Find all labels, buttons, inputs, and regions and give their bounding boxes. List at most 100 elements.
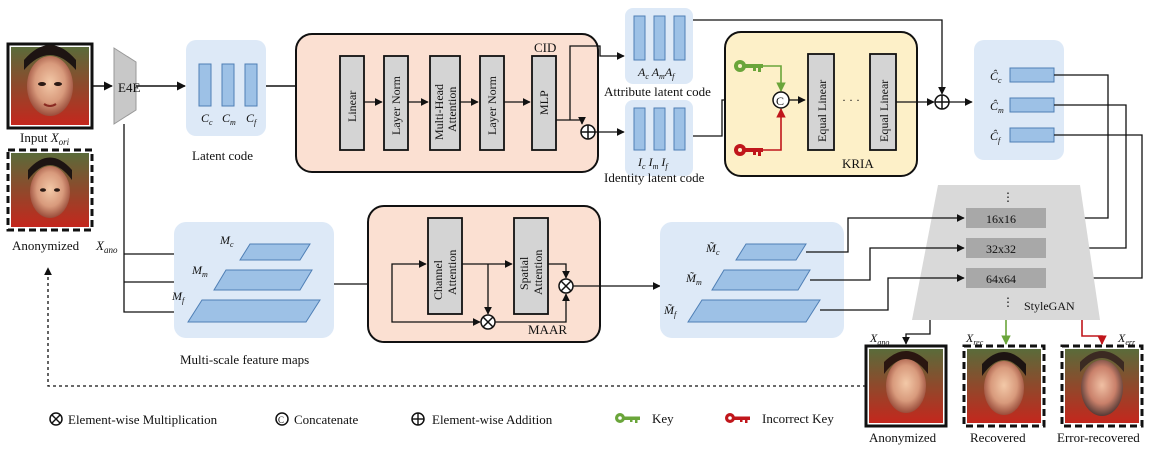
- output-recovered-image: [962, 344, 1046, 428]
- mha-label-1: Multi-Head: [432, 84, 446, 140]
- stylegan-vdots-top: ⋮: [1002, 190, 1014, 204]
- arrow-mtc-16: [806, 214, 965, 253]
- svg-text:C: C: [278, 415, 284, 425]
- feature-map-m: [213, 269, 313, 291]
- x-err-label: Xerr: [1117, 331, 1136, 347]
- spatial-attention-block: [513, 217, 549, 315]
- output-recovered-label: Recovered: [970, 430, 1026, 445]
- id-i-labels: Ic Im If: [637, 155, 669, 172]
- res-16-label: 16x16: [986, 212, 1016, 226]
- arrow-mlp-add: [556, 116, 586, 125]
- arrow-mult1-mult2: [495, 293, 570, 323]
- res-64-label: 64x64: [986, 272, 1016, 286]
- output-error-recovered-image: [1060, 344, 1144, 428]
- equal-linear-2-block: [869, 53, 897, 151]
- latent-bar-m: [221, 63, 235, 107]
- mtf-label: M̃f: [663, 303, 678, 319]
- mtm-label: M̃m: [685, 271, 702, 287]
- cid-blocks: [339, 55, 557, 151]
- chat-bar-m: [1009, 97, 1055, 113]
- layer-norm-2-label: Layer Norm: [485, 75, 499, 135]
- stylegan-label: StyleGAN: [1024, 299, 1075, 313]
- output-anonymized-image: [864, 344, 948, 428]
- input-image: [6, 42, 94, 130]
- latent-bar-c: [198, 63, 212, 107]
- spatial-attention-label-1: Spatial: [517, 256, 531, 290]
- layer-norm-1-label: Layer Norm: [389, 75, 403, 135]
- legend-mult-icon: [49, 412, 63, 426]
- arrow-green-key: [763, 65, 786, 92]
- attr-bar-c: [633, 15, 646, 61]
- feature-map-f: [187, 299, 321, 323]
- arrow-attr-add: [693, 19, 946, 95]
- mha-label-2: Attention: [445, 87, 459, 132]
- x-ano-left-label: Xano: [95, 238, 118, 255]
- layer-norm-1-block: [383, 55, 409, 151]
- refined-map-f: [687, 299, 821, 323]
- chat-bar-f: [1009, 127, 1055, 143]
- multiscale-label: Multi-scale feature maps: [180, 352, 309, 367]
- mf-label: Mf: [171, 289, 186, 305]
- mlp-block: [531, 55, 557, 151]
- output-anonymized-label: Anonymized: [869, 430, 937, 445]
- cid-add-op: [580, 124, 596, 140]
- channel-attention-label-2: Attention: [445, 250, 459, 295]
- arrow-e4e-featuremaps: [123, 124, 187, 316]
- attribute-latent-label: Attribute latent code: [604, 84, 711, 99]
- res-32-block: [966, 238, 1046, 258]
- mc-label: Mc: [219, 233, 234, 249]
- id-bar-m: [653, 107, 666, 151]
- arrow-spatial-mult2: [548, 263, 570, 279]
- equal-linear-2-label: Equal Linear: [877, 80, 891, 142]
- legend-add-icon: [411, 412, 425, 426]
- arrow-mtm-32: [810, 244, 965, 281]
- output-error-recovered-label: Error-recovered: [1057, 430, 1140, 445]
- maar-mult-op-1: [480, 314, 496, 330]
- res-64-block: [966, 268, 1046, 288]
- legend-concat-label: Concatenate: [294, 412, 358, 427]
- equal-linear-1-label: Equal Linear: [815, 80, 829, 142]
- arrow-to-attribute: [569, 45, 625, 120]
- kria-concat-op: C: [772, 91, 790, 109]
- chat-m-label: Ĉm: [990, 99, 1004, 115]
- anonymized-left-image: [6, 148, 94, 232]
- x-rec-label: Xrec: [965, 331, 984, 347]
- refined-map-c: [735, 243, 807, 261]
- linear-label: Linear: [345, 91, 359, 122]
- e4e-label: E4E: [118, 80, 140, 95]
- input-label: Input Xori: [20, 130, 70, 147]
- final-add-op: [934, 94, 950, 110]
- legend-key-icon: [615, 413, 640, 423]
- refined-map-m: [711, 269, 811, 291]
- legend-key-label: Key: [652, 411, 674, 426]
- equal-linear-1-block: [807, 53, 835, 151]
- spatial-attention-label-2: Attention: [531, 250, 545, 295]
- svg-text:C: C: [776, 94, 784, 108]
- chat-bar-c: [1009, 67, 1055, 83]
- linear-block: [339, 55, 365, 151]
- arrow-red-key: [763, 108, 786, 151]
- channel-attention-label-1: Channel: [431, 259, 445, 300]
- multi-head-attention-block: [429, 55, 461, 151]
- arrow-out-err: [1081, 320, 1107, 345]
- latent-c-f: Cf: [246, 111, 258, 127]
- layer-norm-2-block: [479, 55, 505, 151]
- chat-f-label: Ĉf: [990, 129, 1002, 145]
- latent-c-c: Cc: [201, 111, 213, 127]
- arrow-into-channel: [391, 260, 427, 284]
- id-bar-f: [673, 107, 686, 151]
- cid-label: CID: [534, 40, 556, 55]
- attr-bar-m: [653, 15, 666, 61]
- arrow-out-ano: [902, 320, 931, 345]
- key-icon-green: [734, 60, 763, 72]
- stylegan-vdots-bottom: ⋮: [1002, 295, 1014, 309]
- mtc-label: M̃c: [705, 241, 720, 257]
- latent-code-label: Latent code: [192, 148, 253, 163]
- e4e-encoder: [113, 47, 137, 125]
- legend-concat-icon: C: [275, 412, 289, 426]
- legend-mult-label: Element-wise Multiplication: [68, 412, 218, 427]
- id-bar-c: [633, 107, 646, 151]
- maar-mult-op-2: [558, 278, 574, 294]
